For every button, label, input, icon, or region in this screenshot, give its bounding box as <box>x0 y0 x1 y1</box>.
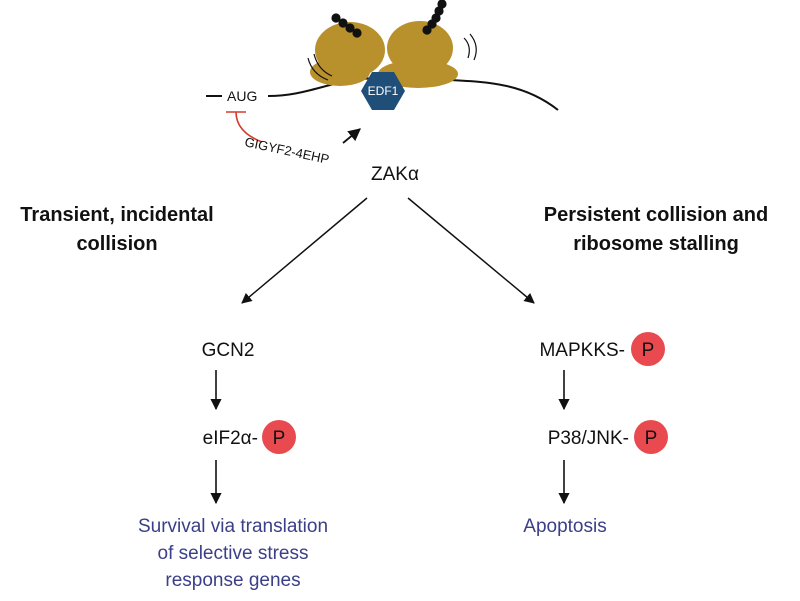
svg-text:P: P <box>642 340 655 361</box>
survival-line2: of selective stress <box>158 543 309 564</box>
ribosome-illustration <box>206 0 559 111</box>
phospho-badge-mapkks: P <box>631 332 665 366</box>
aug-label: AUG <box>227 88 257 104</box>
arrow-zak-to-mapkks <box>407 197 535 304</box>
edf1-label: EDF1 <box>368 84 399 98</box>
eif2a-label: eIF2α- <box>203 428 258 449</box>
arrow-gigyf2-to-edf1 <box>342 128 361 144</box>
ribosome-small-subunit-left <box>310 58 370 86</box>
nascent-chain-right <box>422 0 447 35</box>
nascent-chain-left <box>331 13 362 38</box>
survival-line1: Survival via translation <box>138 516 328 537</box>
mapkks-label: MAPKKS- <box>539 340 625 361</box>
gcn2-label: GCN2 <box>202 340 255 361</box>
survival-line3: response genes <box>165 570 300 591</box>
right-heading-line2: ribosome stalling <box>573 233 739 255</box>
right-heading-line1: Persistent collision and <box>544 204 769 226</box>
left-heading-line2: collision <box>76 233 157 255</box>
arrow-zak-to-gcn2 <box>241 197 368 304</box>
phospho-badge-p38jnk: P <box>634 420 668 454</box>
edf1-hexagon <box>361 72 405 110</box>
svg-text:P: P <box>645 428 658 449</box>
motion-lines <box>307 33 477 81</box>
gigyf2-4ehp-label: GIGYF2-4EHP <box>243 134 330 167</box>
p38-jnk-label: P38/JNK- <box>548 428 629 449</box>
zak-alpha-label: ZAKα <box>371 164 419 185</box>
inhibition-symbol <box>226 111 263 143</box>
left-heading-line1: Transient, incidental <box>20 204 213 226</box>
apoptosis-label: Apoptosis <box>523 516 606 537</box>
svg-text:P: P <box>273 428 286 449</box>
phospho-badge-eif2a: P <box>262 420 296 454</box>
